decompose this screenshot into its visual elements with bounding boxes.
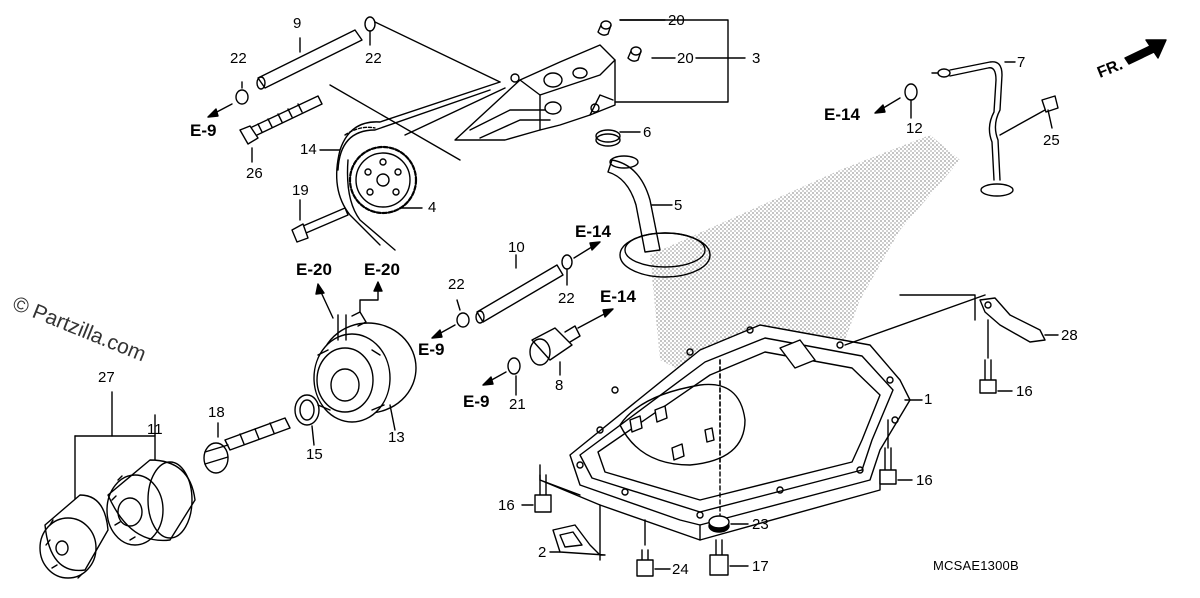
leader-27 <box>74 391 113 437</box>
label-part-8: 8 <box>555 377 564 394</box>
bolt-25 <box>1041 95 1059 129</box>
label-part-16-right: 16 <box>1016 383 1033 400</box>
collar-20-upper <box>597 20 612 36</box>
label-part-28: 28 <box>1061 327 1078 344</box>
ref-e9-bottom[interactable]: E-9 <box>463 392 490 411</box>
label-part-26: 26 <box>246 165 263 182</box>
collar-20-lower <box>627 46 642 62</box>
label-part-2: 2 <box>538 544 547 561</box>
ref-e14-mid[interactable]: E-14 <box>575 222 611 241</box>
label-part-5: 5 <box>674 197 683 214</box>
diagram-code: MCSAE1300B <box>933 558 1019 573</box>
center-bolt-18 <box>203 417 291 474</box>
label-part-3: 3 <box>752 50 761 67</box>
bolt-19 <box>291 207 349 243</box>
label-part-7: 7 <box>1017 54 1026 71</box>
label-part-15: 15 <box>306 446 323 463</box>
label-part-19: 19 <box>292 182 309 199</box>
ref-e14-right[interactable]: E-14 <box>824 105 860 124</box>
label-part-20-b: 20 <box>677 50 694 67</box>
label-part-24: 24 <box>672 561 689 578</box>
bolt-24 <box>636 549 654 577</box>
cam-chain-14 <box>335 81 501 251</box>
front-arrow-icon <box>1124 39 1167 65</box>
oil-pipe-10 <box>475 264 564 324</box>
label-part-9: 9 <box>293 15 302 32</box>
washer-21 <box>507 357 521 375</box>
arrow-e20-left <box>319 289 334 319</box>
dipstick-7 <box>931 61 1014 197</box>
washer-23 <box>708 515 730 533</box>
shading-band <box>650 135 960 400</box>
arrow-e20-right <box>359 287 379 313</box>
label-part-22-b: 22 <box>365 50 382 67</box>
label-part-18: 18 <box>208 404 225 421</box>
oil-filter-element-11 <box>106 459 196 546</box>
oil-pipe-9 <box>256 29 363 90</box>
label-part-20-a: 20 <box>668 12 685 29</box>
bolt-16-right <box>979 359 997 394</box>
label-part-13: 13 <box>388 429 405 446</box>
oil-pump <box>454 44 616 141</box>
o-ring-15 <box>294 394 320 426</box>
o-ring-22-mid-right <box>561 254 573 270</box>
arrow-e14-switch <box>577 311 609 329</box>
oil-filter-cap-27 <box>39 494 109 579</box>
drain-bolt-17 <box>709 539 729 576</box>
ref-e9-mid[interactable]: E-9 <box>418 340 445 359</box>
label-part-22-d: 22 <box>558 290 575 307</box>
label-part-16-mid: 16 <box>916 472 933 489</box>
label-part-17: 17 <box>752 558 769 575</box>
gasket-2 <box>552 524 606 556</box>
o-ring-22-left <box>235 89 249 105</box>
sprocket-4 <box>348 145 418 215</box>
bolt-26 <box>239 95 323 145</box>
label-part-12: 12 <box>906 120 923 137</box>
label-part-27: 27 <box>98 369 115 386</box>
label-part-11: 11 <box>147 421 163 438</box>
label-part-16-left: 16 <box>498 497 515 514</box>
oil-strainer-5 <box>607 155 711 278</box>
oil-pressure-switch-8 <box>529 325 581 366</box>
label-part-10: 10 <box>508 239 525 256</box>
ref-e14-switch[interactable]: E-14 <box>600 287 636 306</box>
o-ring-22-top <box>364 16 376 32</box>
bolt-16-left <box>534 474 552 513</box>
leader-3-bracket <box>614 19 729 103</box>
ref-e20-right[interactable]: E-20 <box>364 260 400 279</box>
ref-e20-left[interactable]: E-20 <box>296 260 332 279</box>
label-part-23: 23 <box>752 516 769 533</box>
label-part-14: 14 <box>300 141 317 158</box>
bolt-16-mid <box>879 447 897 485</box>
label-part-6: 6 <box>643 124 652 141</box>
label-part-4: 4 <box>428 199 437 216</box>
oil-cooler-13 <box>313 311 417 431</box>
ref-e9-top[interactable]: E-9 <box>190 121 217 140</box>
oil-pan-1 <box>539 324 911 561</box>
label-part-25: 25 <box>1043 132 1060 149</box>
label-part-22-a: 22 <box>230 50 247 67</box>
bracket-28 <box>979 297 1046 343</box>
label-part-22-c: 22 <box>448 276 465 293</box>
label-part-21: 21 <box>509 396 526 413</box>
label-part-1: 1 <box>924 391 933 408</box>
o-ring-6 <box>595 129 621 147</box>
o-ring-12 <box>904 83 918 101</box>
o-ring-22-mid-left <box>456 312 470 328</box>
